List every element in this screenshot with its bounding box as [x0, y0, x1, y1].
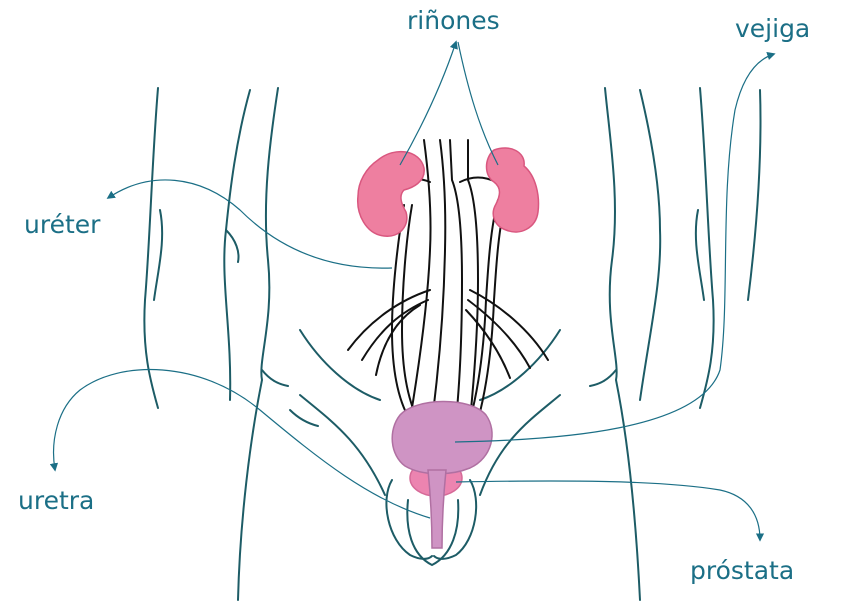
- prostate-label: próstata: [690, 558, 794, 583]
- left-thigh: [290, 410, 318, 426]
- kidney-right: [487, 148, 539, 232]
- vena-cava-right: [468, 140, 478, 420]
- left-waist: [262, 370, 288, 386]
- iliac-left-2: [362, 300, 428, 360]
- kidney-leader-right: [458, 42, 498, 165]
- kidney-left: [358, 152, 424, 237]
- left-arm-outer: [144, 88, 158, 408]
- kidney-leader-left: [400, 42, 456, 165]
- left-forearm-line: [154, 210, 162, 300]
- left-torso: [238, 88, 278, 600]
- iliac-left-1: [348, 290, 430, 350]
- left-elbow: [226, 230, 239, 262]
- aorta-right: [432, 140, 445, 420]
- urethra-leader: [54, 370, 430, 518]
- bladder-leader: [455, 54, 774, 442]
- right-waist: [590, 370, 616, 386]
- body-outline: [144, 88, 760, 600]
- urethra-label: uretra: [18, 488, 94, 513]
- urethra: [428, 470, 446, 548]
- ureter-label: uréter: [24, 212, 100, 237]
- right-torso: [605, 88, 640, 600]
- kidneys: [358, 148, 539, 236]
- bladder-label: vejiga: [735, 16, 810, 41]
- bladder: [392, 401, 492, 473]
- right-elbow: [748, 90, 761, 300]
- right-arm-inner: [640, 90, 660, 400]
- prostate-leader: [456, 481, 760, 540]
- kidneys-label: riñones: [407, 8, 500, 33]
- left-groin: [300, 395, 385, 495]
- right-forearm-line: [696, 210, 704, 300]
- right-arm-outer: [700, 88, 714, 408]
- right-groin: [480, 395, 560, 495]
- left-hip-line: [300, 330, 380, 400]
